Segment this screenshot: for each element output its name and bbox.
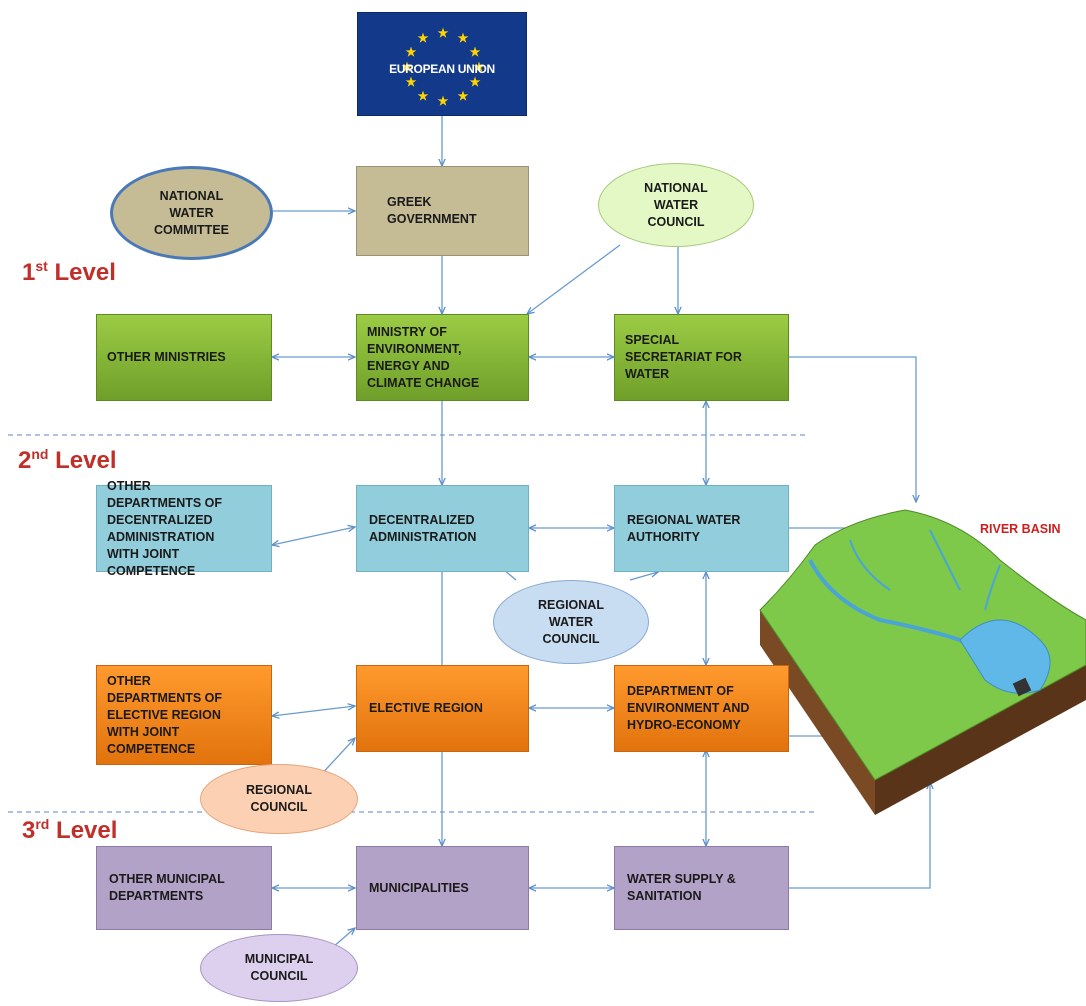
svg-text:★: ★ bbox=[458, 31, 469, 45]
regional-council-label: REGIONAL COUNCIL bbox=[246, 783, 312, 814]
greek-government-label: GREEK GOVERNMENT bbox=[387, 195, 477, 226]
municipal-council-label: MUNICIPAL COUNCIL bbox=[244, 952, 314, 983]
regional-water-council-oval: REGIONAL WATER COUNCIL bbox=[493, 580, 649, 664]
elective-region-label: ELECTIVE REGION bbox=[369, 701, 483, 715]
eu-stars-icon: ★ ★ ★ ★ ★ ★ ★ ★ ★ ★ ★ ★ bbox=[402, 26, 485, 108]
decentralized-administration-label: DECENTRALIZED ADMINISTRATION bbox=[369, 512, 477, 544]
water-supply-box: WATER SUPPLY & SANITATION bbox=[614, 846, 789, 930]
other-municipal-departments-label: OTHER MUNICIPAL DEPARTMENTS bbox=[109, 872, 225, 903]
municipalities-label: MUNICIPALITIES bbox=[369, 880, 469, 895]
department-environment-box: DEPARTMENT OF ENVIRONMENT AND HYDRO-ECON… bbox=[614, 665, 789, 752]
other-departments-elective-label: OTHER DEPARTMENTS OF ELECTIVE REGION WIT… bbox=[107, 673, 223, 756]
municipalities-box: MUNICIPALITIES bbox=[356, 846, 529, 930]
river-basin-icon bbox=[759, 509, 1086, 815]
regional-water-authority-box: REGIONAL WATER AUTHORITY bbox=[614, 485, 789, 572]
other-departments-elective-box: OTHER DEPARTMENTS OF ELECTIVE REGION WIT… bbox=[96, 665, 272, 765]
national-water-committee-label: NATIONAL WATER COMMITTEE bbox=[154, 188, 229, 237]
svg-text:★: ★ bbox=[474, 60, 485, 74]
european-union-label: EUROPEAN UNION bbox=[389, 62, 495, 76]
other-municipal-departments-box: OTHER MUNICIPAL DEPARTMENTS bbox=[96, 846, 272, 930]
svg-text:★: ★ bbox=[406, 75, 417, 89]
greek-government-box: GREEK GOVERNMENT bbox=[356, 166, 529, 256]
other-ministries-label: OTHER MINISTRIES bbox=[107, 350, 226, 364]
special-secretariat-box: SPECIAL SECRETARIAT FOR WATER bbox=[614, 314, 789, 401]
other-ministries-box: OTHER MINISTRIES bbox=[96, 314, 272, 401]
regional-water-authority-label: REGIONAL WATER AUTHORITY bbox=[627, 512, 741, 544]
svg-text:★: ★ bbox=[418, 31, 429, 45]
national-water-council-label: NATIONAL WATER COUNCIL bbox=[644, 180, 708, 229]
level-1-label: 1st Level bbox=[22, 258, 116, 286]
svg-text:★: ★ bbox=[470, 45, 481, 59]
municipal-council-oval: MUNICIPAL COUNCIL bbox=[200, 934, 358, 1002]
svg-text:★: ★ bbox=[402, 60, 413, 74]
ministry-environment-label: MINISTRY OF ENVIRONMENT, ENERGY AND CLIM… bbox=[367, 324, 480, 390]
special-secretariat-label: SPECIAL SECRETARIAT FOR WATER bbox=[625, 333, 742, 381]
river-basin-label: RIVER BASIN bbox=[980, 522, 1061, 536]
regional-council-oval: REGIONAL COUNCIL bbox=[200, 764, 358, 834]
national-water-council-oval: NATIONAL WATER COUNCIL bbox=[598, 163, 754, 247]
svg-text:★: ★ bbox=[458, 89, 469, 103]
svg-text:★: ★ bbox=[438, 94, 449, 108]
national-water-committee-oval: NATIONAL WATER COMMITTEE bbox=[110, 166, 273, 260]
svg-text:★: ★ bbox=[418, 89, 429, 103]
level-2-label: 2nd Level bbox=[18, 446, 117, 474]
water-supply-label: WATER SUPPLY & SANITATION bbox=[627, 872, 736, 903]
level-3-label: 3rd Level bbox=[22, 816, 118, 844]
european-union-box: ★ ★ ★ ★ ★ ★ ★ ★ ★ ★ ★ ★ EUROPEAN UNION bbox=[357, 12, 527, 116]
svg-text:★: ★ bbox=[406, 45, 417, 59]
decentralized-administration-box: DECENTRALIZED ADMINISTRATION bbox=[356, 485, 529, 572]
regional-water-council-label: REGIONAL WATER COUNCIL bbox=[538, 597, 604, 646]
other-departments-decentralized-box: OTHER DEPARTMENTS OF DECENTRALIZED ADMIN… bbox=[96, 479, 272, 578]
svg-text:★: ★ bbox=[438, 26, 449, 40]
department-environment-label: DEPARTMENT OF ENVIRONMENT AND HYDRO-ECON… bbox=[627, 684, 750, 732]
other-departments-decentralized-label: OTHER DEPARTMENTS OF DECENTRALIZED ADMIN… bbox=[107, 478, 223, 578]
ministry-environment-box: MINISTRY OF ENVIRONMENT, ENERGY AND CLIM… bbox=[356, 314, 529, 401]
svg-text:★: ★ bbox=[470, 75, 481, 89]
elective-region-box: ELECTIVE REGION bbox=[356, 665, 529, 752]
